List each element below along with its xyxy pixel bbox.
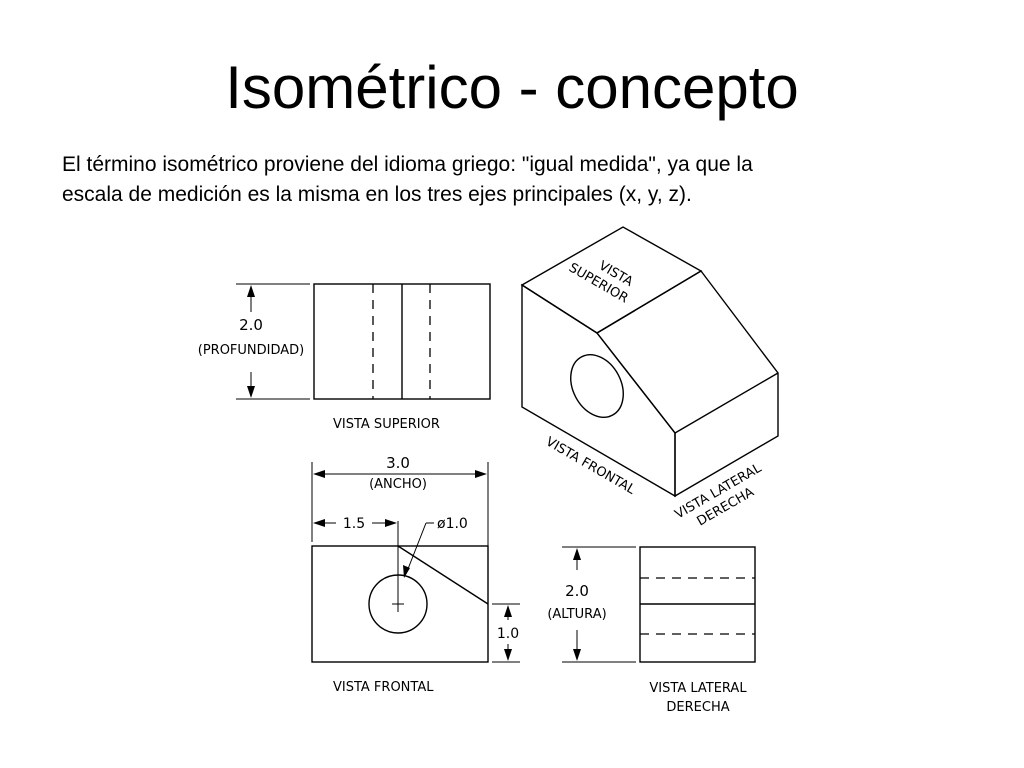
top-view-depth-name: (PROFUNDIDAD) [198, 343, 305, 358]
front-view-diameter-leader [405, 522, 427, 575]
iso-front-hole [570, 354, 624, 418]
top-view-depth-arrow-top [247, 285, 255, 297]
slide-body-text: El término isométrico proviene del idiom… [62, 150, 962, 210]
front-view-offset-arrow-left [313, 519, 325, 527]
side-view-label-line2: DERECHA [666, 700, 729, 715]
side-view-dim-value: 2.0 [565, 582, 589, 600]
top-view-depth-value: 2.0 [239, 316, 263, 334]
iso-right-face [595, 270, 779, 498]
side-view: 2.0 (ALTURA) VISTA LATERAL DERECHA [547, 546, 756, 715]
front-view: 3.0 (ANCHO) 1.5 ø1.0 1.0 VISTA FRONTAL [311, 454, 520, 695]
front-view-diameter-value: ø1.0 [437, 516, 468, 532]
body-line-2: escala de medición es la misma en los tr… [62, 183, 692, 206]
top-view: 2.0 (PROFUNDIDAD) VISTA SUPERIOR [198, 283, 491, 432]
front-view-label: VISTA FRONTAL [333, 680, 434, 695]
front-view-width-arrow-right [475, 470, 487, 478]
isometric-view: VISTA SUPERIOR VISTA FRONTAL VISTA LATER… [520, 226, 779, 529]
front-view-offset-arrow-right [385, 519, 397, 527]
front-view-width-value: 3.0 [386, 454, 410, 472]
side-view-arrow-bottom [573, 649, 581, 661]
top-view-depth-arrow-bottom [247, 386, 255, 398]
front-view-height-arrow-bottom [504, 649, 512, 661]
slide-title: Isométrico - concepto [225, 54, 799, 121]
side-view-label-line1: VISTA LATERAL [649, 681, 747, 696]
body-line-1: El término isométrico proviene del idiom… [62, 153, 753, 176]
front-view-width-name: (ANCHO) [369, 477, 427, 492]
front-view-height-arrow-top [504, 605, 512, 617]
side-view-arrow-top [573, 548, 581, 560]
top-view-label: VISTA SUPERIOR [333, 417, 440, 432]
front-view-width-arrow-left [313, 470, 325, 478]
front-view-chamfer-edge [397, 545, 489, 605]
front-view-offset-value: 1.5 [343, 516, 365, 532]
iso-chamfer-fold-edge [674, 372, 779, 434]
front-view-height-value: 1.0 [497, 626, 519, 642]
front-view-diameter-arrow [403, 565, 410, 578]
side-view-dim-name: (ALTURA) [547, 607, 606, 622]
